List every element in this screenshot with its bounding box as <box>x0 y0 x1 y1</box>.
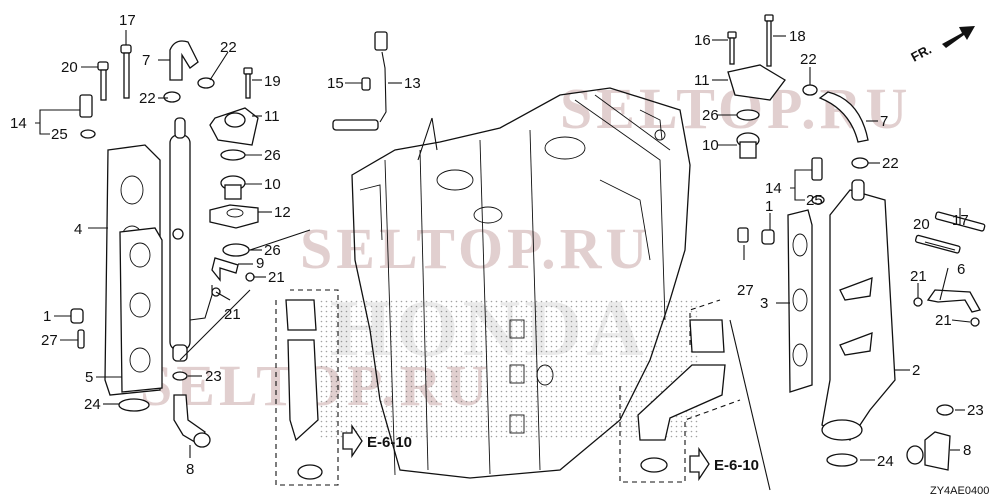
manifold-2 <box>821 189 896 441</box>
callout-24: 24 <box>84 396 101 413</box>
sensor-assembly <box>332 31 388 131</box>
cross-reference-left[interactable]: E-6-10 <box>342 423 412 459</box>
callout-19: 19 <box>264 73 281 90</box>
gasket-3 <box>787 209 813 393</box>
callout-27: 27 <box>737 282 754 299</box>
arrow-right-icon <box>689 446 710 482</box>
cross-reference-label[interactable]: E-6-10 <box>367 434 412 451</box>
callout-1: 1 <box>765 198 773 215</box>
right-exhaust-manifold <box>787 179 896 441</box>
arrow-up-right-icon <box>942 26 975 48</box>
cross-reference-label[interactable]: E-6-10 <box>714 457 759 474</box>
callout-14: 14 <box>10 115 27 132</box>
callout-3: 3 <box>760 295 768 312</box>
callout-7: 7 <box>142 52 150 69</box>
callout-1: 1 <box>43 308 51 325</box>
callout-21: 21 <box>935 312 952 329</box>
callout-6: 6 <box>957 261 965 278</box>
callout-2: 2 <box>912 362 920 379</box>
diagram-code: ZY4AE0400 <box>930 485 989 497</box>
callout-11: 11 <box>264 108 280 125</box>
callout-11: 11 <box>694 72 710 89</box>
callout-4: 4 <box>74 221 82 238</box>
callout-17: 17 <box>119 12 136 29</box>
callout-22: 22 <box>800 51 817 68</box>
callout-22: 22 <box>220 39 237 56</box>
callout-23: 23 <box>205 368 222 385</box>
callout-8: 8 <box>186 461 194 478</box>
callout-26: 26 <box>702 107 719 124</box>
callout-15: 15 <box>327 75 344 92</box>
water-jacket-pipe <box>169 134 191 351</box>
callout-20: 20 <box>913 216 930 233</box>
callout-26: 26 <box>264 242 281 259</box>
gasket-5 <box>119 227 163 393</box>
watermark-text: SELTOP.RU <box>300 216 651 281</box>
callout-8: 8 <box>963 442 971 459</box>
left-exhaust-manifold <box>104 117 213 396</box>
callout-10: 10 <box>702 137 719 154</box>
left-small-parts <box>70 40 259 448</box>
callout-21: 21 <box>910 268 927 285</box>
callout-25: 25 <box>51 126 68 143</box>
callout-20: 20 <box>61 59 78 76</box>
callout-5: 5 <box>85 369 93 386</box>
cross-reference-right[interactable]: E-6-10 <box>689 446 759 482</box>
front-label: FR. <box>908 42 934 65</box>
leader-lines <box>35 30 971 491</box>
callout-26: 26 <box>264 147 281 164</box>
callout-23: 23 <box>967 402 984 419</box>
callout-10: 10 <box>264 176 281 193</box>
callout-21: 21 <box>224 306 241 323</box>
callout-18: 18 <box>789 28 806 45</box>
callout-24: 24 <box>877 453 894 470</box>
callout-14: 14 <box>765 180 782 197</box>
arrow-right-icon <box>342 423 363 459</box>
callout-22: 22 <box>139 90 156 107</box>
callout-13: 13 <box>404 75 421 92</box>
callout-9: 9 <box>256 255 264 272</box>
callout-12: 12 <box>274 204 291 221</box>
callout-16: 16 <box>694 32 711 49</box>
callout-labels: 17 20 7 22 22 19 11 14 25 26 10 12 26 4 … <box>10 12 984 478</box>
callout-25: 25 <box>806 192 823 209</box>
engine-block <box>320 87 700 479</box>
inset-box-left <box>275 289 339 486</box>
callout-22: 22 <box>882 155 899 172</box>
inset-box-right <box>619 299 741 483</box>
front-direction-marker: FR. <box>908 26 975 65</box>
callout-27: 27 <box>41 332 58 349</box>
callout-21: 21 <box>268 269 285 286</box>
callout-7: 7 <box>880 113 888 130</box>
callout-17: 17 <box>952 212 969 229</box>
